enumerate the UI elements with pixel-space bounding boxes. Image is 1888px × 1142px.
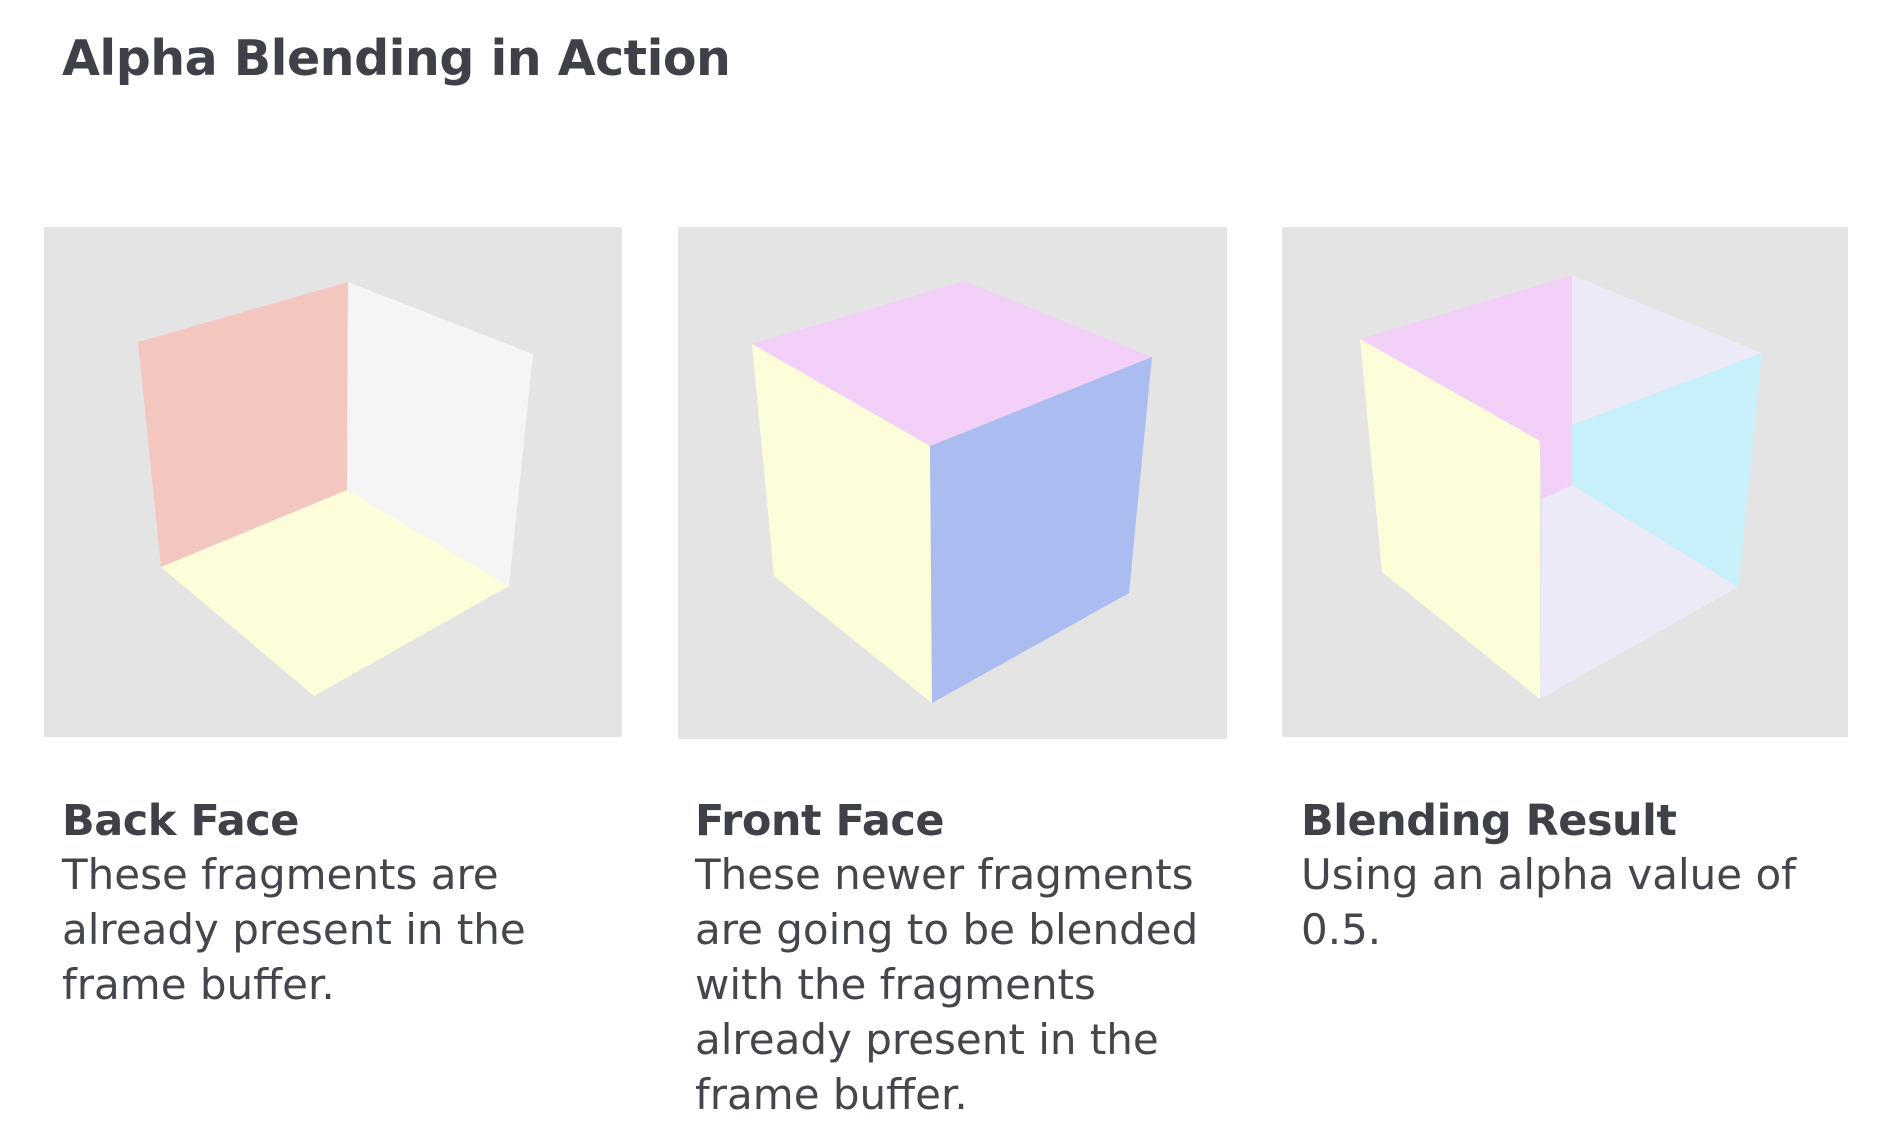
back-face-left-wall [138,282,348,567]
blended-cube [1360,275,1762,699]
blended-inner-corner [1540,425,1572,499]
blended-upper-right-face [1572,275,1762,425]
blending-result-heading: Blending Result [1301,796,1677,846]
page-title: Alpha Blending in Action [62,30,731,87]
back-face-illustration [44,227,622,737]
front-face-description: These newer fragments are going to be bl… [695,850,1199,1119]
blending-result-description: Using an alpha value of 0.5. [1301,850,1796,954]
front-face-left [752,344,932,703]
blended-left-face [1360,339,1540,699]
back-face-caption: Back Face These fragments are already pr… [62,795,622,1012]
back-face-right-wall [347,282,533,586]
blended-right-face [1572,353,1762,587]
front-face-illustration [678,227,1227,739]
blended-top-face [1360,275,1572,441]
front-face-top [752,281,1152,446]
back-face-description: These fragments are already present in t… [62,850,526,1009]
blending-result-illustration [1282,227,1848,737]
front-face-caption: Front Face These newer fragments are goi… [695,795,1275,1122]
back-face-heading: Back Face [62,796,299,846]
front-face-heading: Front Face [695,796,945,846]
blending-result-caption: Blending Result Using an alpha value of … [1301,795,1861,957]
back-face-floor [161,490,509,696]
back-face-cube [138,282,533,696]
blended-bottom-face [1540,485,1738,699]
front-face-cube [752,281,1152,703]
front-face-right [930,357,1152,703]
